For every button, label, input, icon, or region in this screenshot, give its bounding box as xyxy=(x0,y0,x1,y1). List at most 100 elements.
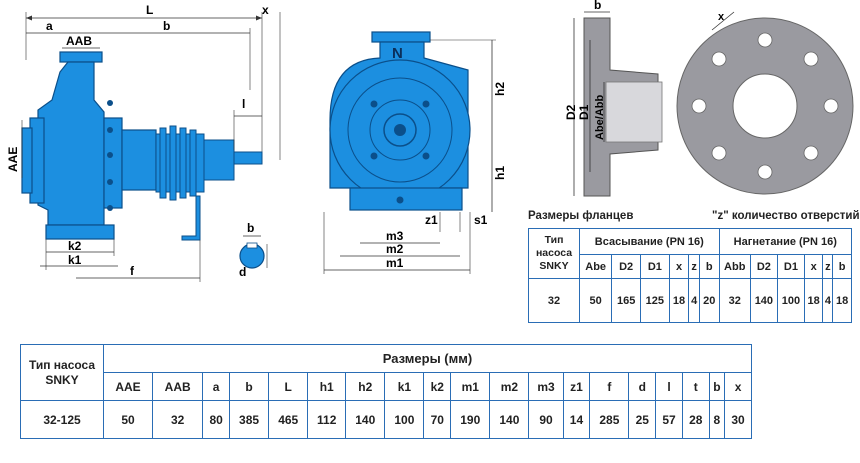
suction-col: Abe xyxy=(578,254,613,279)
dim-D2: D2 xyxy=(564,104,578,120)
col-header: t xyxy=(681,372,710,401)
suction-col: z xyxy=(688,254,700,279)
dim-h2: h2 xyxy=(493,82,507,96)
suction-val: 50 xyxy=(578,278,613,323)
value-cell: 90 xyxy=(528,400,564,439)
value-cell: 14 xyxy=(562,400,591,439)
suction-col: b xyxy=(698,254,720,279)
side-view-drawing: N h2 h1 z1 s1 m3 m2 m1 xyxy=(323,31,507,274)
value-cell: 28 xyxy=(681,400,710,439)
discharge-val: 100 xyxy=(776,278,805,323)
flange-section-drawing: b D2 D1 Abe/Abb xyxy=(564,0,663,197)
caption-flange-sizes: Размеры фланцев xyxy=(528,210,634,222)
shaft-key-detail: b d xyxy=(239,221,268,279)
discharge-val: 140 xyxy=(749,278,778,323)
flange-type-header: Тип насоса SNKY xyxy=(528,228,580,279)
flange-model-cell: 32 xyxy=(528,278,580,323)
dim-f: f xyxy=(130,264,135,278)
dim-D1: D1 xyxy=(577,104,591,120)
discharge-header: Нагнетание (PN 16) xyxy=(718,228,853,255)
model-cell: 32-125 xyxy=(20,400,104,439)
col-header: m1 xyxy=(450,372,491,401)
discharge-col: z xyxy=(822,254,834,279)
value-cell: 112 xyxy=(307,400,347,439)
type-header: Тип насоса SNKY xyxy=(20,344,104,401)
col-header: h1 xyxy=(307,372,347,401)
col-header: z1 xyxy=(562,372,591,401)
value-cell: 32 xyxy=(152,400,204,439)
dim-shaft-b: b xyxy=(247,221,254,235)
flange-table: Тип насоса SNKY Всасывание (PN 16) Нагне… xyxy=(528,228,853,323)
dim-m1: m1 xyxy=(386,256,404,270)
col-header: b xyxy=(708,372,726,401)
suction-val: 4 xyxy=(688,278,700,323)
value-cell: 465 xyxy=(268,400,309,439)
col-header: k1 xyxy=(384,372,425,401)
value-cell: 140 xyxy=(489,400,530,439)
bearing-bracket xyxy=(155,125,235,201)
suction-val: 18 xyxy=(668,278,690,323)
value-cell: 100 xyxy=(384,400,425,439)
col-header: L xyxy=(268,372,309,401)
suction-col: D2 xyxy=(611,254,641,279)
dimensions-table: Тип насоса SNKY Размеры (мм) AAE AAB a b… xyxy=(20,344,752,439)
discharge-val: 4 xyxy=(822,278,834,323)
dim-shaft-d: d xyxy=(239,265,246,279)
value-cell: 80 xyxy=(202,400,230,439)
casing-bolts xyxy=(107,100,113,211)
col-header: h2 xyxy=(345,372,386,401)
value-cell: 285 xyxy=(589,400,630,439)
col-header: l xyxy=(655,372,683,401)
discharge-col: b xyxy=(832,254,852,279)
col-header: AAE xyxy=(102,372,154,401)
dim-z1: z1 xyxy=(425,213,438,227)
shaft xyxy=(233,151,263,165)
suction-header: Всасывание (PN 16) xyxy=(579,228,720,255)
value-cell: 385 xyxy=(228,400,270,439)
label-N: N xyxy=(392,45,403,62)
col-header: f xyxy=(589,372,630,401)
col-header: m3 xyxy=(528,372,564,401)
discharge-col: D1 xyxy=(776,254,805,279)
value-cell: 30 xyxy=(724,400,752,439)
value-cell: 57 xyxy=(655,400,683,439)
col-header: a xyxy=(202,372,230,401)
dim-b: b xyxy=(163,19,170,33)
caption-holes: "z" количество отверстий xyxy=(712,210,860,222)
dim-AAB: AAB xyxy=(66,34,92,48)
sizes-header: Размеры (мм) xyxy=(103,344,752,373)
value-cell: 8 xyxy=(708,400,726,439)
dim-a: a xyxy=(46,19,53,33)
col-header: AAB xyxy=(152,372,204,401)
suction-col: D1 xyxy=(640,254,670,279)
discharge-col: x xyxy=(803,254,824,279)
dim-L: L xyxy=(146,3,153,17)
dim-x: x xyxy=(262,3,269,17)
col-header: x xyxy=(724,372,752,401)
discharge-col: D2 xyxy=(749,254,778,279)
value-cell: 50 xyxy=(102,400,154,439)
dim-AAE: AAE xyxy=(6,147,20,172)
discharge-val: 32 xyxy=(718,278,751,323)
dim-k2: k2 xyxy=(68,239,82,253)
value-cell: 25 xyxy=(628,400,657,439)
dim-s1: s1 xyxy=(474,213,488,227)
suction-val: 165 xyxy=(611,278,641,323)
col-header: d xyxy=(628,372,657,401)
dim-bore: Abe/Abb xyxy=(594,95,606,141)
dim-l: l xyxy=(242,97,245,111)
pump-casing xyxy=(21,51,157,240)
value-cell: 190 xyxy=(450,400,491,439)
dim-k1: k1 xyxy=(68,253,82,267)
col-header: b xyxy=(228,372,270,401)
col-header: m2 xyxy=(489,372,530,401)
dim-m3: m3 xyxy=(386,229,404,243)
volute xyxy=(329,31,471,211)
dim-flange-b: b xyxy=(594,0,601,12)
discharge-col: Abb xyxy=(718,254,751,279)
suction-val: 125 xyxy=(640,278,670,323)
value-cell: 70 xyxy=(423,400,452,439)
col-header: k2 xyxy=(423,372,452,401)
front-view-drawing: L x a b AAB AAE l k2 k1 xyxy=(6,3,281,282)
discharge-val: 18 xyxy=(832,278,852,323)
